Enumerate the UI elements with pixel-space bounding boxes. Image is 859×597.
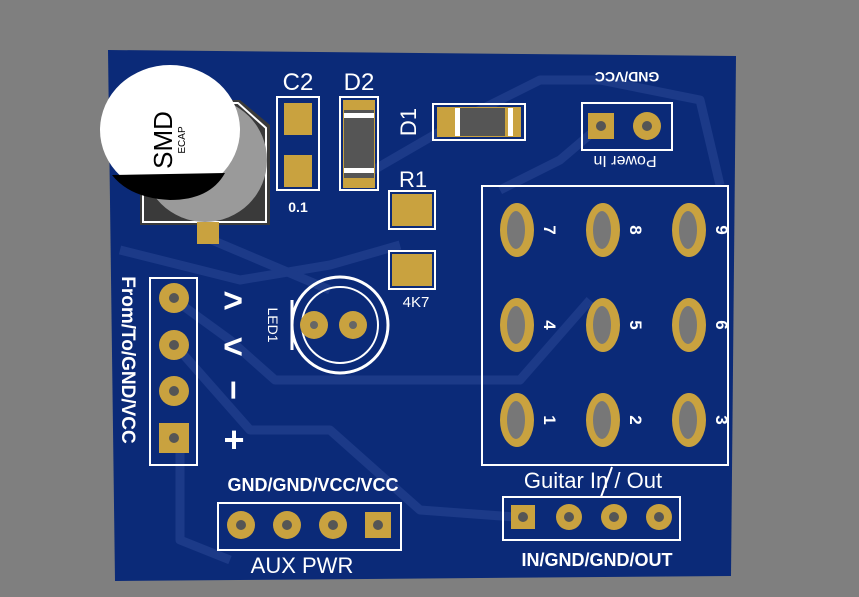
- r1-ref: R1: [399, 167, 427, 192]
- symbol-in: <: [223, 328, 243, 366]
- switch-pad-hole: [679, 306, 697, 344]
- switch-pin-number: 5: [626, 320, 645, 329]
- guitar-io-pins-label: IN/GND/GND/OUT: [522, 550, 673, 570]
- guitar-io-title: Guitar In / Out: [524, 468, 662, 493]
- d2-ref: D2: [344, 69, 375, 96]
- led1-component: LED1: [265, 275, 390, 375]
- footswitch-pads: 7 8 9 4 5 6 1 2 3: [481, 185, 731, 466]
- switch-pin-number: 9: [712, 225, 731, 234]
- switch-pad-hole: [679, 401, 697, 439]
- aux-label: AUX PWR: [251, 553, 354, 578]
- r1-value: 4K7: [403, 294, 430, 311]
- led-ref: LED1: [265, 307, 281, 342]
- d1-component: D1: [396, 103, 526, 141]
- switch-pad-hole: [593, 306, 611, 344]
- switch-pin-number: 2: [626, 415, 645, 424]
- switch-pad-hole: [679, 211, 697, 249]
- r1-component: R1 4K7: [388, 167, 436, 311]
- from-to-label: From/To/GND/VCC: [117, 276, 138, 444]
- c2-component: C2 0.1: [276, 69, 320, 215]
- switch-pin-number: 8: [626, 225, 645, 234]
- c2-value: 0.1: [288, 199, 308, 215]
- power-in-label: Power In: [593, 152, 656, 169]
- electrolytic-capacitor: SMD ECAP: [100, 65, 270, 244]
- capacitor-label: SMD: [148, 111, 178, 169]
- symbol-out: >: [223, 282, 243, 320]
- c2-ref: C2: [283, 69, 314, 96]
- switch-pin-number: 7: [540, 225, 559, 234]
- aux-title: GND/GND/VCC/VCC: [227, 475, 398, 495]
- symbol-minus: −: [214, 380, 252, 400]
- guitar-io-header: Guitar In / Out IN/GND/GND/OUT: [502, 466, 681, 570]
- switch-pad-hole: [507, 306, 525, 344]
- switch-pin-number: 1: [540, 415, 559, 424]
- capacitor-sublabel: ECAP: [177, 126, 188, 154]
- power-in-header: GND/VCC Power In: [581, 69, 673, 169]
- d2-component: D2: [339, 69, 379, 191]
- switch-pad-hole: [507, 211, 525, 249]
- from-to-header: From/To/GND/VCC > < − +: [117, 276, 252, 466]
- switch-pin-number: 3: [712, 415, 731, 424]
- d1-ref: D1: [396, 108, 421, 136]
- copper-traces: [118, 75, 725, 565]
- symbol-plus: +: [223, 419, 244, 460]
- switch-pad-hole: [593, 401, 611, 439]
- switch-pad-hole: [507, 401, 525, 439]
- power-in-title: GND/VCC: [595, 69, 660, 85]
- switch-pin-number: 4: [540, 320, 559, 330]
- switch-pin-number: 6: [712, 320, 731, 329]
- aux-power-header: GND/GND/VCC/VCC AUX PWR: [217, 475, 402, 578]
- switch-pad-hole: [593, 211, 611, 249]
